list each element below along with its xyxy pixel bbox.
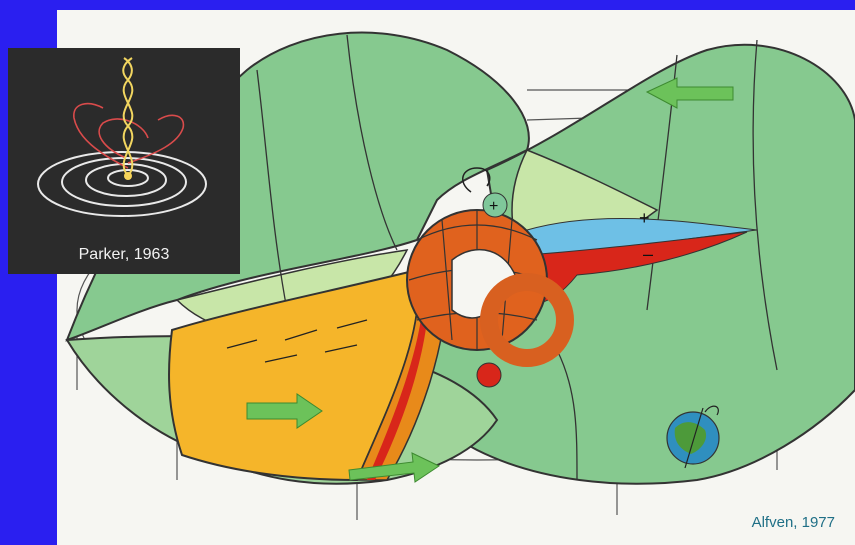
main-figure-caption: Alfven, 1977: [751, 514, 835, 531]
minus-sign: –: [643, 244, 653, 264]
heliospheric-current-sheet-diagram: + – +: [57, 10, 855, 545]
rotation-arrow-icon: [462, 167, 491, 193]
inset-caption: Parker, 1963: [78, 246, 170, 263]
spiral-field-lines: [37, 151, 207, 217]
sun-dot: [124, 172, 132, 180]
current-sheet-drawing: + – +: [65, 31, 855, 520]
earth-icon: [666, 405, 720, 469]
parker-spiral-drawing: [37, 57, 207, 217]
flow-arrow-icon: [246, 77, 734, 483]
red-spiral-lines: [73, 102, 185, 169]
positive-pole-marker: [482, 192, 508, 218]
sun-icon: [406, 209, 574, 367]
positive-pole-sign: +: [489, 198, 498, 215]
yellow-helix: [122, 57, 134, 177]
plus-sign: +: [639, 208, 650, 228]
parker-spiral-inset: Parker, 1963: [8, 48, 240, 274]
negative-pole-marker: [476, 362, 502, 388]
